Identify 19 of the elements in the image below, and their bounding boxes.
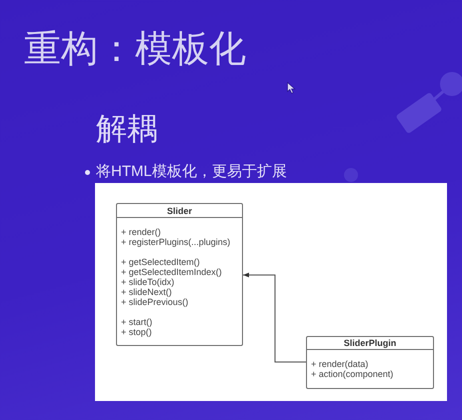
method-text: + slidePrevious() [121, 297, 188, 307]
bullet-text: 将HTML模板化，更易于扩展 [96, 163, 287, 181]
method-text: + registerPlugins(...plugins) [121, 237, 230, 247]
class-name: Slider [167, 206, 192, 216]
method-text: + action(component) [311, 369, 394, 379]
method-text: + getSelectedItemIndex() [121, 267, 222, 277]
arrow [242, 272, 306, 362]
method-text: + stop() [121, 327, 152, 337]
section-heading: 解耦 [96, 110, 158, 148]
method-text: + slideTo(idx) [121, 277, 174, 287]
method-text: + render() [121, 227, 161, 237]
slide-title: 重构：模板化 [24, 27, 246, 71]
class-box [116, 203, 243, 346]
class-box [306, 336, 434, 389]
method-text: + slideNext() [121, 287, 172, 297]
method-text: + start() [121, 317, 152, 327]
class-name: SliderPlugin [344, 338, 396, 348]
method-text: + getSelectedItem() [121, 257, 200, 267]
method-text: + render(data) [311, 359, 368, 369]
